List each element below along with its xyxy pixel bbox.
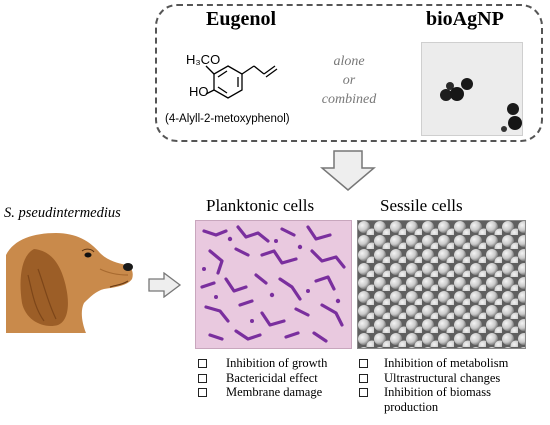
list-item: Ultrastructural changes	[359, 371, 544, 386]
combination-line: combined	[321, 92, 377, 107]
down-arrow-icon	[320, 150, 376, 191]
list-item: Bactericidal effect	[198, 371, 327, 386]
treatment-box	[155, 4, 543, 142]
eugenol-title: Eugenol	[206, 8, 277, 30]
list-item: Membrane damage	[198, 385, 327, 400]
combination-line: alone	[333, 54, 365, 69]
methoxy-label: H₃CO	[186, 52, 221, 67]
checkbox-icon	[359, 373, 368, 383]
right-arrow-icon	[148, 272, 182, 298]
list-item: Inhibition of growth	[198, 356, 327, 371]
planktonic-gram-stain-image	[195, 220, 352, 349]
checkbox-icon	[198, 373, 207, 383]
checkbox-icon	[359, 359, 368, 368]
hydroxyl-label: HO	[189, 84, 209, 99]
combination-line: or	[342, 73, 356, 88]
checkbox-icon	[198, 388, 207, 398]
sessile-effects-list: Inhibition of metabolism Ultrastructural…	[359, 356, 544, 415]
species-label: S. pseudintermedius	[4, 205, 121, 221]
sessile-title: Sessile cells	[380, 196, 463, 215]
eugenol-structure	[205, 65, 278, 99]
nanoparticle-tem-image	[421, 42, 523, 136]
checkbox-icon	[198, 359, 207, 368]
sessile-sem-image	[357, 220, 526, 349]
planktonic-title: Planktonic cells	[206, 196, 315, 215]
list-item: Inhibition of metabolism	[359, 356, 544, 371]
chemical-name: (4-Alyll-2-metoxyphenol)	[165, 113, 290, 125]
bioagnp-title: bioAgNP	[426, 8, 504, 30]
list-item: Inhibition of biomass production	[359, 385, 544, 414]
planktonic-effects-list: Inhibition of growth Bactericidal effect…	[198, 356, 327, 400]
dog-icon	[6, 233, 133, 333]
checkbox-icon	[359, 388, 368, 398]
combination-text: alone or combined	[314, 52, 384, 109]
